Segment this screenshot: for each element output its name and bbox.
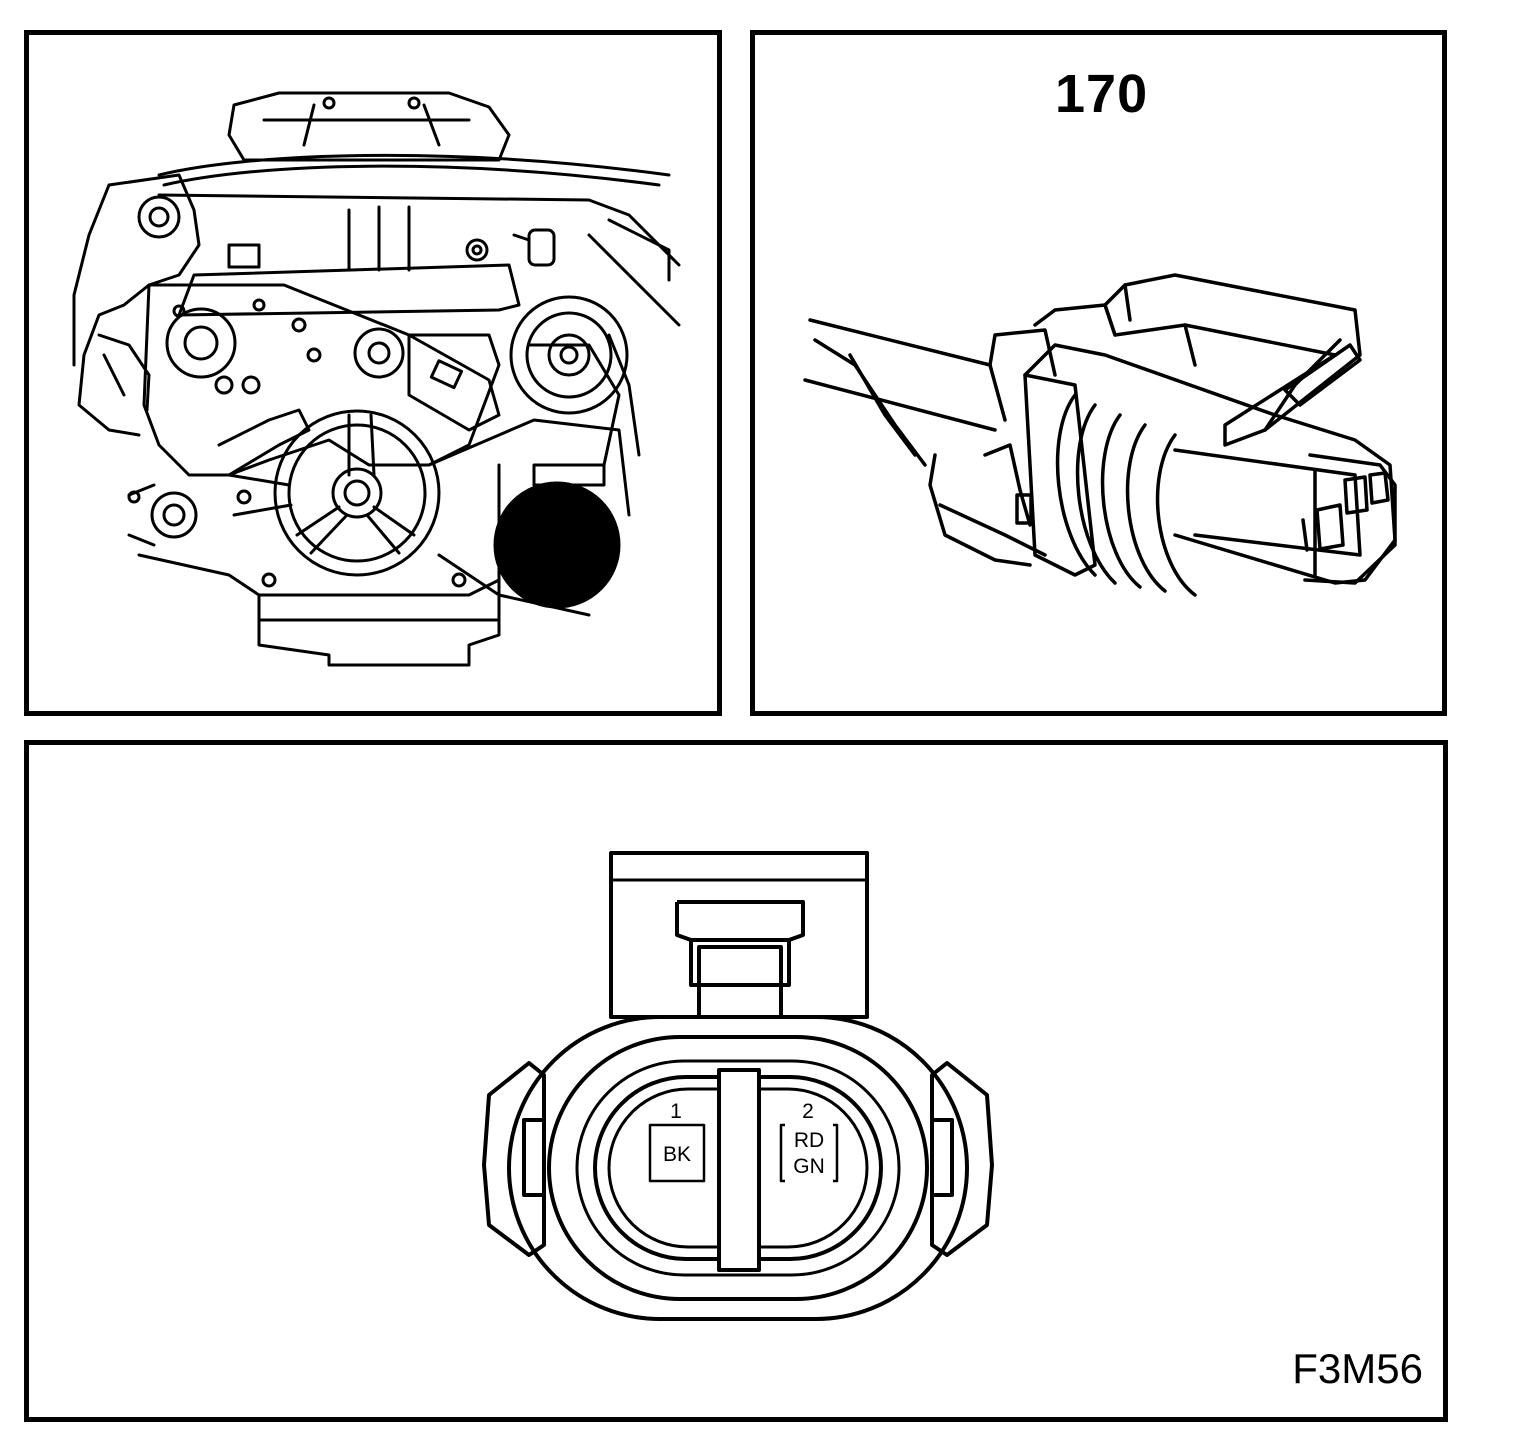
center-key-rib <box>717 1068 761 1272</box>
pin-2-wire-color-line1: RD <box>794 1129 824 1152</box>
connector-perspective-drawing <box>803 273 1397 597</box>
connector-view-panel: 170 <box>750 30 1447 716</box>
engine-view-panel <box>24 30 722 716</box>
figure-code: F3M56 <box>1292 1345 1423 1392</box>
pin-2-wire-color-line2: GN <box>793 1155 825 1178</box>
left-side-tab <box>482 1061 546 1257</box>
connector-number: 170 <box>1055 64 1149 124</box>
pin-1-wire-color: BK <box>663 1143 691 1166</box>
pin-1-terminal <box>648 1123 706 1183</box>
latch-tower <box>609 851 869 1019</box>
pin-1-number: 1 <box>670 1100 682 1123</box>
right-side-tab <box>930 1061 994 1257</box>
connector-face-panel: 1 BK 2 RD GN F3M56 <box>24 740 1448 1422</box>
engine-drawing <box>72 91 681 667</box>
connector-face-drawing: 1 BK 2 RD GN <box>482 851 994 1321</box>
connector-housing-outer <box>507 1015 969 1321</box>
pin-2-number: 2 <box>802 1100 814 1123</box>
connector-housing-inner <box>547 1035 929 1301</box>
